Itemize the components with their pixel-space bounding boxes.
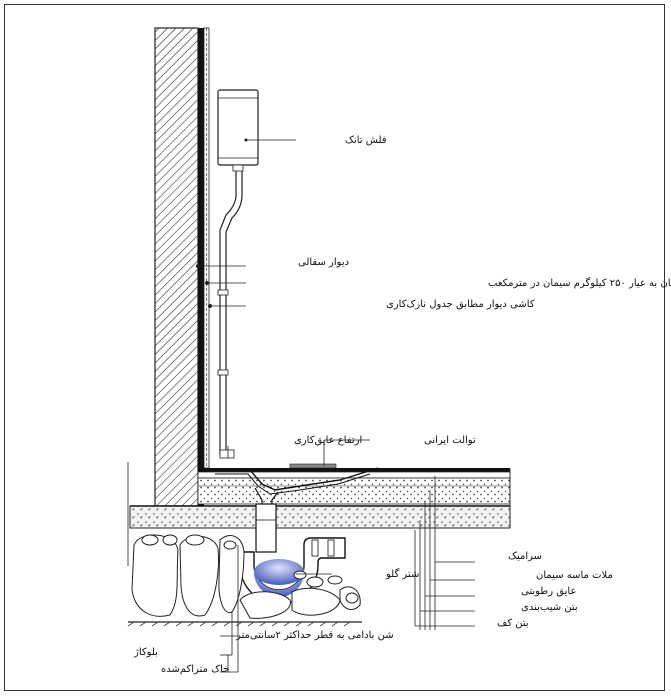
brick-wall	[154, 27, 210, 507]
p-trap	[239, 537, 346, 605]
label-boulder-fill: بلوکاژ	[133, 647, 158, 658]
flush-tank	[217, 89, 259, 172]
label-floor-concrete: بتن کف	[497, 618, 529, 629]
label-wall-sefali: دیوار سفالی	[298, 257, 349, 268]
flush-pipe	[217, 171, 243, 459]
label-moisture-insulation: عایق رطوبتی	[521, 586, 576, 597]
label-compacted-soil: خاک متراکم‌شده	[161, 664, 229, 675]
label-p-trap: شتر گلو	[385, 568, 419, 580]
label-mortar-bed: ملات ماسه سیمان	[536, 570, 613, 581]
label-iranian-toilet: توالت ایرانی	[424, 435, 476, 446]
label-flush-tank: فلش تانک	[345, 135, 387, 146]
compacted-soil	[127, 621, 362, 627]
label-waterproof-height: ارتفاع عایق‌کاری	[294, 435, 362, 446]
label-slope-concrete: بتن شیب‌بندی	[521, 602, 578, 613]
drain-pipe	[255, 503, 277, 553]
label-ceramic: سرامیک	[508, 551, 542, 562]
label-cement-mortar: دوغاب ماسه سیمان به عیار ۲۵۰ کیلوگرم سیم…	[488, 277, 671, 289]
label-wall-tile: کاشی دیوار مطابق جدول نازک‌کاری	[386, 299, 535, 310]
label-gravel: شن بادامی به قطر حداکثر ۲سانتی‌متر	[235, 630, 394, 641]
leader-lines	[127, 139, 511, 673]
floor-layers	[129, 468, 511, 529]
drawing-frame	[4, 4, 665, 691]
annotation-labels: فلش تانک دیوار سفالی دوغاب ماسه سیمان به…	[133, 135, 671, 675]
